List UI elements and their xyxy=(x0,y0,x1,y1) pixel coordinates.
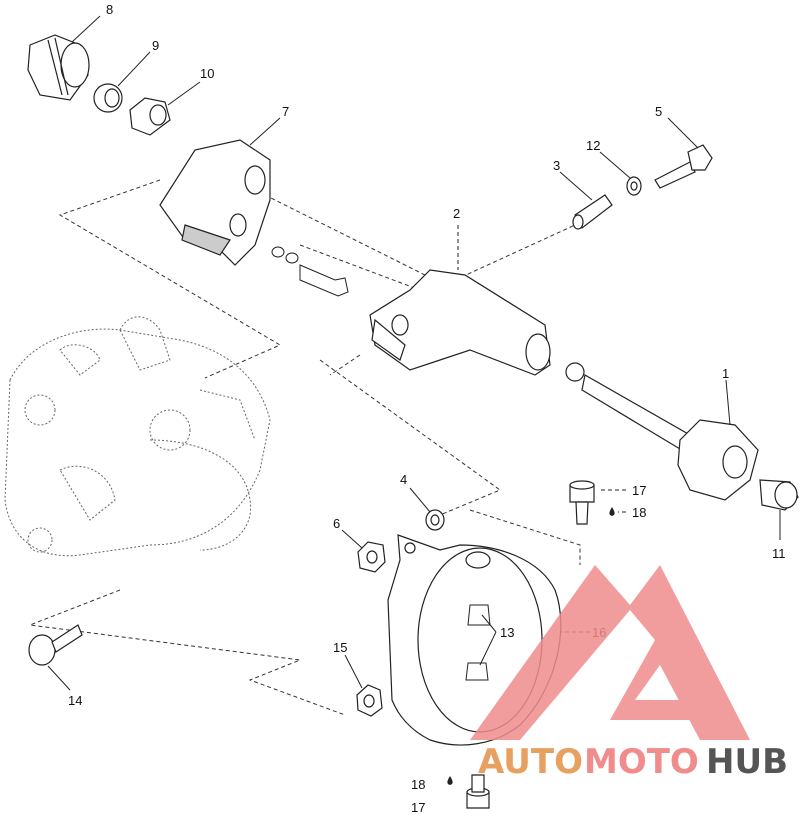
callout-13: 13 xyxy=(500,625,514,640)
callout-11: 11 xyxy=(772,546,786,561)
callout-15: 15 xyxy=(333,640,347,655)
logo-triangle-mark xyxy=(470,565,750,740)
callout-12: 12 xyxy=(586,138,600,153)
callout-6: 6 xyxy=(333,516,340,531)
watermark-text-auto: AUTO xyxy=(478,742,583,782)
part-14-screw xyxy=(28,624,83,666)
part-2-main-bracket xyxy=(369,269,551,376)
part-17-cap-screw-lower xyxy=(466,774,490,809)
part-6-nut xyxy=(357,541,386,573)
callout-7: 7 xyxy=(282,104,289,119)
part-8-threaded-plug xyxy=(27,34,90,101)
callout-4: 4 xyxy=(400,472,407,487)
callout-8: 8 xyxy=(106,2,113,17)
engine-housing xyxy=(4,316,271,557)
callout-14: 14 xyxy=(68,693,82,708)
part-11-bushing xyxy=(759,479,799,511)
callout-9: 9 xyxy=(152,38,159,53)
part-10-clip xyxy=(129,97,171,136)
drop-icon xyxy=(447,776,453,785)
callout-2: 2 xyxy=(453,206,460,221)
part-4-washer xyxy=(425,509,445,531)
drop-icon xyxy=(609,507,615,516)
part-13-studs xyxy=(465,604,491,681)
part-7-bolt xyxy=(271,246,349,297)
part-3-spacer xyxy=(572,194,613,230)
callout-18-upper: 18 xyxy=(632,505,646,520)
callout-10: 10 xyxy=(200,66,214,81)
leader-lines xyxy=(47,15,781,691)
part-5-bolt xyxy=(654,144,713,189)
callout-1: 1 xyxy=(722,366,729,381)
watermark-logo xyxy=(470,565,750,740)
part-17-cap-screw-upper xyxy=(569,480,595,525)
callout-5: 5 xyxy=(655,104,662,119)
part-1-adjust-knob xyxy=(565,362,759,501)
callout-17-lower: 17 xyxy=(411,800,425,815)
assembly-guide-lines xyxy=(29,179,581,716)
watermark-text-hub: HUB xyxy=(706,742,788,782)
callout-17-upper: 17 xyxy=(632,483,646,498)
part-12-washer xyxy=(626,176,642,196)
callout-18-lower: 18 xyxy=(411,777,425,792)
watermark-text-moto: MOTO xyxy=(584,742,699,782)
part-15-nut xyxy=(356,684,383,717)
part-9-washer xyxy=(93,83,123,113)
part-7-bracket xyxy=(159,139,271,266)
callout-3: 3 xyxy=(553,158,560,173)
